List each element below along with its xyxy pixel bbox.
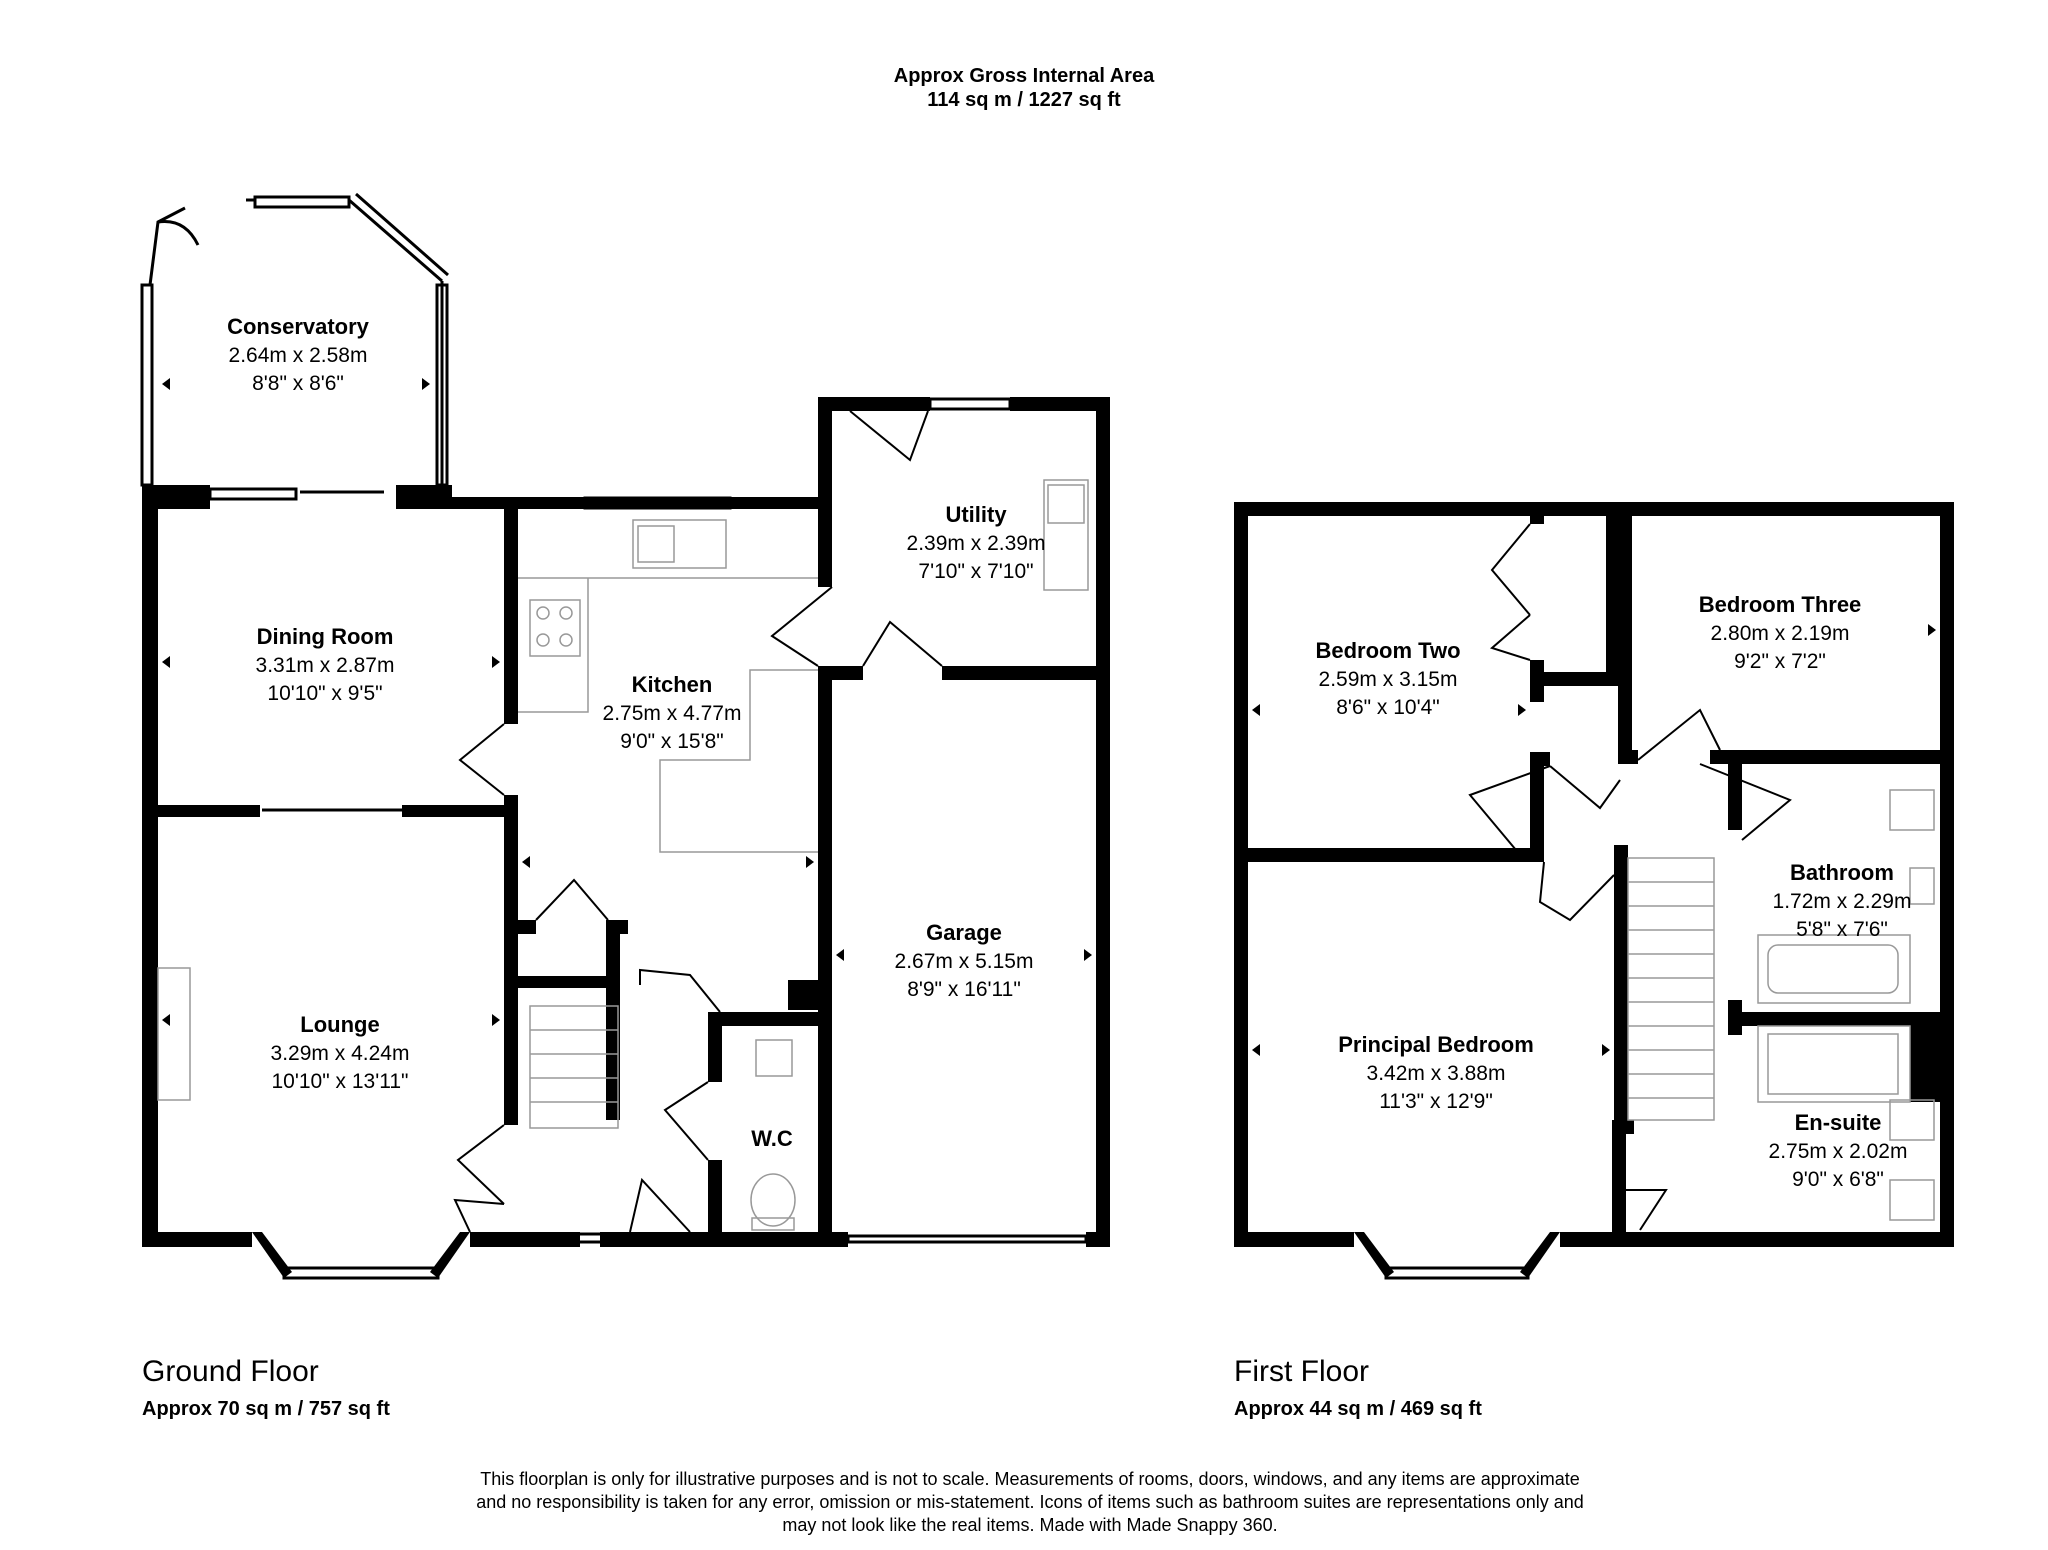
dining-room-metric: 3.31m x 2.87m	[256, 654, 395, 677]
dining-room-imperial: 10'10" x 9'5"	[267, 682, 382, 705]
bedroom-three-metric: 2.80m x 2.19m	[1711, 622, 1850, 645]
first-floor-doors	[1468, 523, 1792, 1231]
principal-bedroom-metric: 3.42m x 3.88m	[1367, 1062, 1506, 1085]
kitchen-metric: 2.75m x 4.77m	[603, 702, 742, 725]
utility-imperial: 7'10" x 7'10"	[918, 560, 1033, 583]
utility-metric: 2.39m x 2.39m	[907, 532, 1046, 555]
dimension-arrows	[162, 378, 1936, 1056]
bedroom-two-metric: 2.59m x 3.15m	[1319, 668, 1458, 691]
first-floor-windows	[1318, 502, 1954, 1280]
en-suite-metric: 2.75m x 2.02m	[1769, 1140, 1908, 1163]
utility-name: Utility	[945, 502, 1007, 527]
ground-floor-windows	[140, 192, 1088, 1280]
bathroom-name: Bathroom	[1790, 860, 1894, 885]
garage-metric: 2.67m x 5.15m	[895, 950, 1034, 973]
dining-room-name: Dining Room	[257, 624, 394, 649]
en-suite-imperial: 9'0" x 6'8"	[1792, 1168, 1884, 1191]
gross-area-value: 114 sq m / 1227 sq ft	[927, 89, 1121, 111]
bedroom-three-name: Bedroom Three	[1699, 592, 1862, 617]
ground-floor-walls	[142, 397, 1110, 1278]
lounge-imperial: 10'10" x 13'11"	[272, 1070, 409, 1093]
first-floor-area: Approx 44 sq m / 469 sq ft	[1234, 1398, 1482, 1420]
bedroom-two-imperial: 8'6" x 10'4"	[1336, 696, 1440, 719]
first-floor-fixtures	[1627, 789, 1935, 1221]
first-floor-title: First Floor	[1234, 1355, 1369, 1388]
conservatory-metric: 2.64m x 2.58m	[229, 344, 368, 367]
first-floor-walls	[1234, 502, 1954, 1278]
garage-name: Garage	[926, 920, 1002, 945]
bedroom-two-name: Bedroom Two	[1315, 638, 1460, 663]
lounge-metric: 3.29m x 4.24m	[271, 1042, 410, 1065]
ground-floor-area: Approx 70 sq m / 757 sq ft	[142, 1398, 390, 1420]
kitchen-imperial: 9'0" x 15'8"	[620, 730, 724, 753]
ground-floor-room-labels: Conservatory 2.64m x 2.58m 8'8" x 8'6" D…	[227, 314, 1045, 1151]
disclaimer-line-2: and no responsibility is taken for any e…	[476, 1492, 1584, 1512]
bathroom-metric: 1.72m x 2.29m	[1773, 890, 1912, 913]
disclaimer-line-3: may not look like the real items. Made w…	[782, 1515, 1278, 1535]
conservatory-imperial: 8'8" x 8'6"	[252, 372, 344, 395]
bathroom-imperial: 5'8" x 7'6"	[1796, 918, 1888, 941]
garage-imperial: 8'9" x 16'11"	[907, 978, 1021, 1001]
lounge-name: Lounge	[300, 1012, 379, 1037]
en-suite-name: En-suite	[1795, 1110, 1882, 1135]
principal-bedroom-name: Principal Bedroom	[1338, 1032, 1534, 1057]
ground-floor-fixtures	[157, 479, 1089, 1231]
ground-floor-title: Ground Floor	[142, 1355, 319, 1388]
conservatory-name: Conservatory	[227, 314, 370, 339]
ground-floor-doors	[453, 410, 943, 1233]
first-floor-room-labels: Bedroom Two 2.59m x 3.15m 8'6" x 10'4" B…	[1315, 592, 1911, 1191]
wc-name: W.C	[751, 1126, 793, 1151]
principal-bedroom-imperial: 11'3" x 12'9"	[1379, 1090, 1493, 1113]
disclaimer-line-1: This floorplan is only for illustrative …	[480, 1469, 1580, 1489]
kitchen-name: Kitchen	[632, 672, 713, 697]
gross-area-title: Approx Gross Internal Area	[893, 65, 1155, 87]
bedroom-three-imperial: 9'2" x 7'2"	[1734, 650, 1826, 673]
